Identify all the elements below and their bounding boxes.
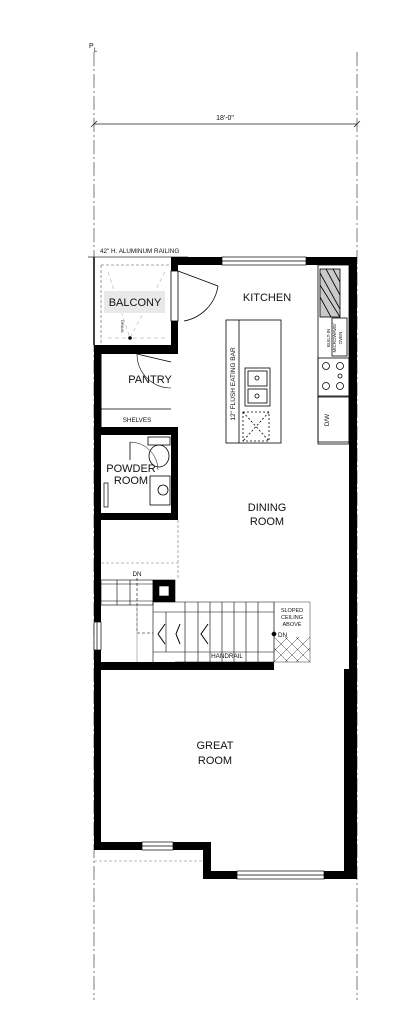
dashed-boundaries [94, 520, 203, 862]
balcony-door [170, 270, 219, 322]
built-in-label-line2: MICROWAVE/ [332, 323, 337, 353]
labels: P L 18'-0" 42" H. ALUMINUM RAILING BALCO… [89, 43, 343, 767]
sloped-ceiling-label-line3: ABOVE [283, 622, 302, 628]
stairs [100, 578, 275, 663]
balcony-drain-label: DRAIN [120, 320, 125, 333]
railing-label: 42" H. ALUMINUM RAILING [100, 248, 179, 255]
powder-room [129, 436, 171, 506]
built-in-label-line3: OVEN [338, 332, 343, 345]
kitchen-label: KITCHEN [243, 292, 291, 304]
property-lines [93, 52, 358, 1000]
shelves-label: SHELVES [123, 417, 152, 424]
dining-room-label-line1: DINING [248, 502, 287, 514]
kitchen-island [225, 319, 282, 444]
windows [93, 256, 325, 880]
width-dimension-line [90, 120, 361, 128]
balcony [93, 257, 171, 345]
powder-room-label-line1: POWDER [106, 463, 156, 475]
exterior-walls [94, 257, 357, 879]
property-line-sub-label: L [94, 48, 98, 54]
stair-down-side-label: DN [278, 632, 288, 639]
stair-down-top-label: DN [132, 571, 142, 578]
pantry-label: PANTRY [128, 374, 172, 386]
property-line-label: P [89, 43, 94, 50]
dining-room-label-line2: ROOM [250, 516, 284, 528]
sloped-ceiling-label-line1: SLOPED [281, 608, 303, 614]
sloped-ceiling-label-line2: CEILING [281, 615, 303, 621]
sloped-ceiling-hatch [271, 601, 311, 663]
balcony-label: BALCONY [109, 297, 162, 309]
powder-room-label-line2: ROOM [114, 475, 148, 487]
width-dimension-label: 18'-0" [216, 115, 234, 122]
handrail-label: HANDRAIL [211, 653, 243, 660]
built-in-label-line1: BUILT-IN [326, 329, 331, 347]
great-room-label-line2: ROOM [198, 755, 232, 767]
eating-bar-label: 12" FLUSH EATING BAR [230, 347, 237, 421]
kitchen-counter [317, 264, 350, 445]
pantry [100, 353, 172, 427]
great-room-label-line1: GREAT [196, 740, 233, 752]
dishwasher-label: D/W [324, 414, 331, 426]
